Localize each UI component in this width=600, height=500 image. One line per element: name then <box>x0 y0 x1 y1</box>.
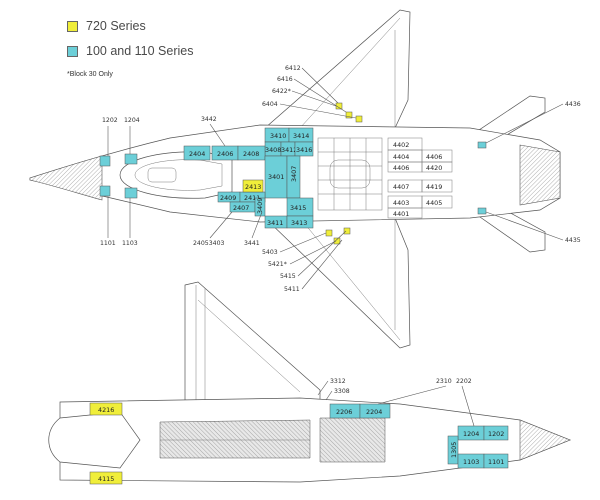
callout-label: 6416 <box>277 76 293 83</box>
panel-1305 <box>447 435 459 465</box>
panel-2404 <box>183 145 211 161</box>
callout-label: 5415 <box>280 273 296 280</box>
panel-label: 2409 <box>220 194 236 202</box>
bottom-hatch-2 <box>319 417 386 463</box>
callout-label: 6404 <box>262 101 278 108</box>
panel-label: 3413 <box>291 219 307 227</box>
callout-label: 24053403 <box>193 240 225 247</box>
panel-label: 3414 <box>293 132 309 140</box>
yellow-markers-top <box>325 102 363 245</box>
panel-label: 4419 <box>426 183 442 191</box>
callout-label: 3441 <box>244 240 260 247</box>
panel-label: 3401 <box>268 173 284 181</box>
nose-cone <box>29 155 103 201</box>
panel-label: 4115 <box>98 475 114 483</box>
panel-label: 1202 <box>488 430 504 438</box>
panel-label: 4406 <box>426 153 442 161</box>
panel-label: 3412 <box>281 146 297 154</box>
callout-label: 4435 <box>565 237 581 244</box>
panel-2204 <box>359 403 391 419</box>
panel-nose-top-cyan-1 <box>99 155 111 167</box>
panels-plain-top: 4402 4404 4406 4406 4420 4407 4419 4403 … <box>387 137 453 219</box>
callout-label: 4436 <box>565 101 581 108</box>
panel-nose-bot-cyan-2 <box>124 187 138 199</box>
bottom-wing <box>184 281 321 401</box>
bay-grid <box>317 137 383 211</box>
panel-tail-cyan-1 <box>477 141 487 149</box>
panel-label: 3407 <box>290 166 298 182</box>
panel-label: 3416 <box>296 146 312 154</box>
panel-label: 2411 <box>244 194 260 202</box>
bottom-nose <box>519 419 571 461</box>
panel-4216 <box>89 402 123 416</box>
callouts-top: 1202 1204 3442 6412 6416 6422* 6404 4436… <box>100 65 581 293</box>
panel-label: 3408 <box>265 146 281 154</box>
panel-label: 4402 <box>393 141 409 149</box>
legend-label: 100 and 110 Series <box>86 44 194 58</box>
callout-label: 5403 <box>262 249 278 256</box>
panel-label: 3411 <box>267 219 283 227</box>
callout-label: 1204 <box>124 117 140 124</box>
callout-label: 2310 <box>436 378 452 385</box>
callout-label: 3308 <box>334 388 350 395</box>
panel-3416 <box>294 141 314 157</box>
panel-label: 1101 <box>488 458 504 466</box>
panel-label: 2404 <box>189 150 205 158</box>
block-note: *Block 30 Only <box>67 71 113 78</box>
callout-label: 5411 <box>284 286 300 293</box>
panel-label: 3415 <box>290 204 306 212</box>
panel-label: 4420 <box>426 164 442 172</box>
callout-label: 3312 <box>330 378 346 385</box>
panel-1101 <box>483 453 509 469</box>
panels-cyan-top: 3410 3414 3408 3412 3416 2404 2406 2408 … <box>99 127 487 229</box>
panel-label: 2406 <box>217 150 233 158</box>
legend-item-100-110-series: 100 and 110 Series <box>67 44 194 58</box>
bottom-view: 2206 2204 1204 1202 1305 1103 1101 4216 … <box>48 281 571 485</box>
legend-swatch-cyan <box>67 45 78 57</box>
panel-4115 <box>89 471 123 485</box>
legend-item-720-series: 720 Series <box>67 19 146 33</box>
panel-label: 4405 <box>426 199 442 207</box>
callout-label: 1101 <box>100 240 116 247</box>
callout-label: 6422* <box>272 88 291 95</box>
panel-label: 4407 <box>393 183 409 191</box>
panel-label: 4216 <box>98 406 114 414</box>
callout-label: 3442 <box>201 116 217 123</box>
engine-intake <box>48 411 141 469</box>
panel-3413 <box>286 215 314 229</box>
wing-lower <box>264 217 411 349</box>
panel-nose-bot-cyan-1 <box>99 185 111 197</box>
panel-label: 2413 <box>245 183 261 191</box>
panel-label: 3410 <box>270 132 286 140</box>
panel-label: 1204 <box>463 430 479 438</box>
panel-label: 1103 <box>463 458 479 466</box>
panel-label: 1305 <box>450 442 458 458</box>
panel-2413 <box>242 179 264 193</box>
panel-label: 4401 <box>393 210 409 218</box>
panel-label: 3409 <box>256 198 264 214</box>
panel-label: 4404 <box>393 153 409 161</box>
panel-label: 4403 <box>393 199 409 207</box>
bottom-hatch-1 <box>159 419 311 459</box>
panel-1202 <box>483 425 509 441</box>
tail-exhaust <box>519 144 561 206</box>
callout-label: 6412 <box>285 65 301 72</box>
callout-label: 1103 <box>122 240 138 247</box>
callout-label: 1202 <box>102 117 118 124</box>
panel-tail-cyan-2 <box>477 207 487 215</box>
panel-2408 <box>237 145 266 161</box>
panel-label: 4406 <box>393 164 409 172</box>
callout-label: 2202 <box>456 378 472 385</box>
legend-swatch-yellow <box>67 20 78 32</box>
legend-label: 720 Series <box>86 19 146 33</box>
panel-label: 2407 <box>233 204 249 212</box>
panel-label: 2204 <box>366 408 382 416</box>
callout-label: 5421* <box>268 261 287 268</box>
panel-3409 <box>254 197 266 217</box>
panel-nose-top-cyan-2 <box>124 153 138 165</box>
panel-label: 2206 <box>336 408 352 416</box>
top-view: 3410 3414 3408 3412 3416 2404 2406 2408 … <box>29 9 581 349</box>
panel-label: 2408 <box>243 150 259 158</box>
